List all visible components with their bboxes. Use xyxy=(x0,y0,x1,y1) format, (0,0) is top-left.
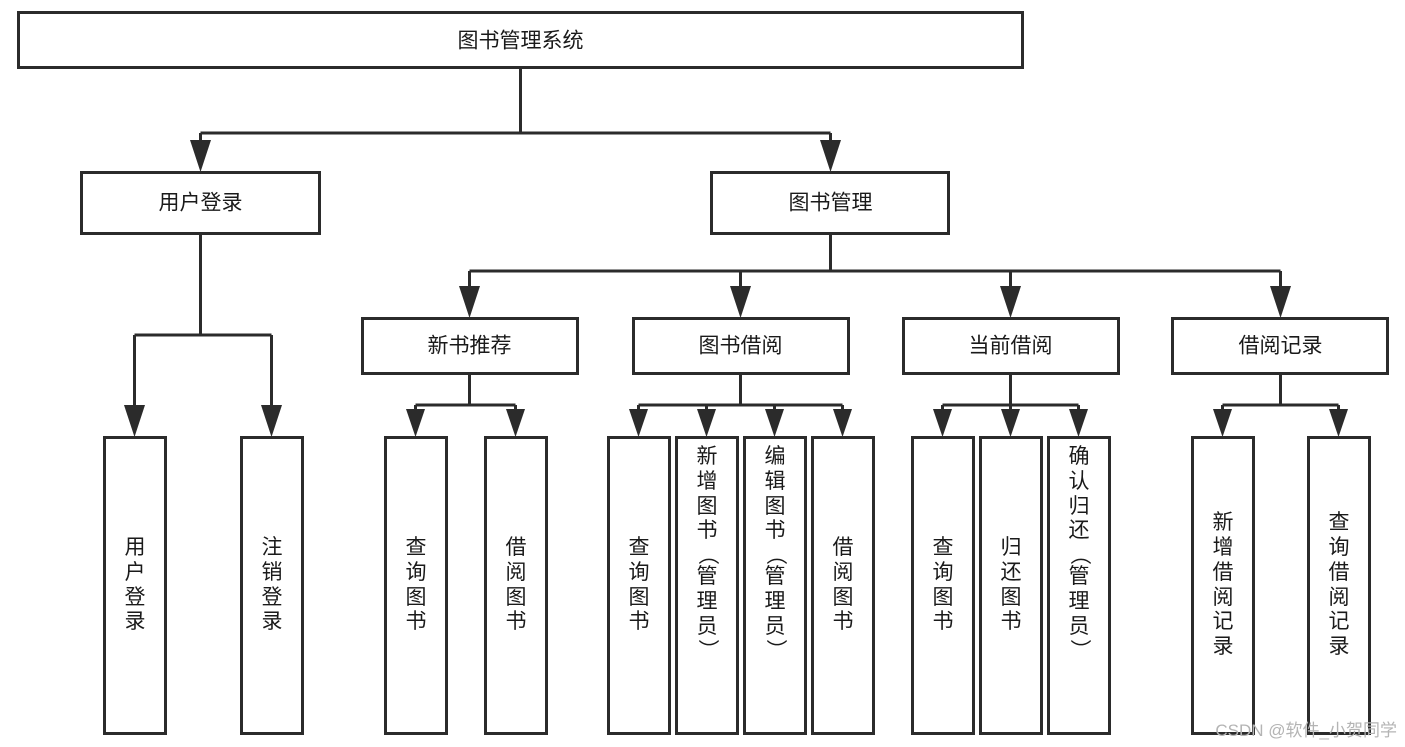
leaf-edit-book-box[interactable] xyxy=(743,436,807,735)
leaf-query-book-current-box[interactable] xyxy=(911,436,975,735)
node-new-book-recommend-label: 新书推荐 xyxy=(428,335,512,358)
node-root-label: 图书管理系统 xyxy=(458,30,584,53)
arrow-root-to-bookmgmt xyxy=(820,140,841,172)
arrow-borrow-l3 xyxy=(765,409,784,437)
arrow-bookmgmt-c2 xyxy=(730,286,751,318)
leaf-borrow-book-borrow-box[interactable] xyxy=(811,436,875,735)
leaf-query-book-borrow-box[interactable] xyxy=(607,436,671,735)
leaf-add-book-box[interactable] xyxy=(675,436,739,735)
arrow-userlogin-leaf1 xyxy=(124,405,145,437)
arrow-newbook-l1 xyxy=(406,409,425,437)
node-borrow-record-box[interactable] xyxy=(1171,317,1389,375)
leaf-query-borrow-record-box[interactable] xyxy=(1307,436,1371,735)
node-book-management-box[interactable] xyxy=(710,171,950,235)
leaf-user-login-box[interactable] xyxy=(103,436,167,735)
leaf-confirm-return-box[interactable] xyxy=(1047,436,1111,735)
arrow-newbook-l2 xyxy=(506,409,525,437)
leaf-borrow-book-newbook-box[interactable] xyxy=(484,436,548,735)
arrow-current-l1 xyxy=(933,409,952,437)
arrow-record-l2 xyxy=(1329,409,1348,437)
node-user-login-box[interactable] xyxy=(80,171,321,235)
leaf-return-book-box[interactable] xyxy=(979,436,1043,735)
node-book-management-label: 图书管理 xyxy=(789,192,873,215)
arrow-borrow-l1 xyxy=(629,409,648,437)
node-user-login-label: 用户登录 xyxy=(159,192,243,215)
node-book-borrow-label: 图书借阅 xyxy=(699,335,783,358)
leaf-query-book-newbook-box[interactable] xyxy=(384,436,448,735)
node-current-borrow-label: 当前借阅 xyxy=(969,335,1053,358)
arrow-bookmgmt-c3 xyxy=(1000,286,1021,318)
node-root-box[interactable] xyxy=(17,11,1024,69)
arrow-current-l3 xyxy=(1069,409,1088,437)
arrow-bookmgmt-c4 xyxy=(1270,286,1291,318)
arrow-borrow-l2 xyxy=(697,409,716,437)
leaf-logout-box[interactable] xyxy=(240,436,304,735)
leaf-add-borrow-record-box[interactable] xyxy=(1191,436,1255,735)
node-current-borrow-box[interactable] xyxy=(902,317,1120,375)
node-borrow-record-label: 借阅记录 xyxy=(1239,335,1323,358)
node-book-borrow-box[interactable] xyxy=(632,317,850,375)
node-new-book-recommend-box[interactable] xyxy=(361,317,579,375)
arrow-userlogin-leaf2 xyxy=(261,405,282,437)
arrow-root-to-userlogin xyxy=(190,140,211,172)
arrow-record-l1 xyxy=(1213,409,1232,437)
arrow-bookmgmt-c1 xyxy=(459,286,480,318)
arrow-current-l2 xyxy=(1001,409,1020,437)
arrow-borrow-l4 xyxy=(833,409,852,437)
